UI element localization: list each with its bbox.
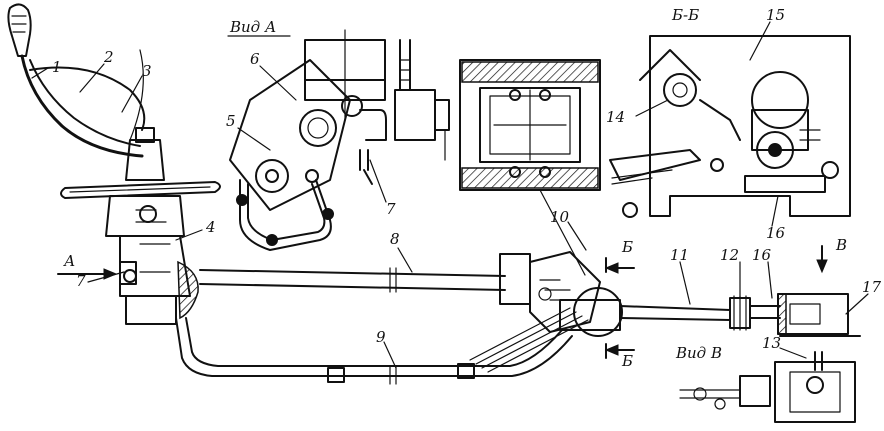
callout-17: 17 (862, 278, 882, 296)
callout-9: 9 (376, 328, 386, 346)
arrow-b-bottom-label: Б (621, 352, 633, 370)
arrow-v-label: В (835, 236, 847, 254)
direction-arrows (57, 245, 828, 359)
arrow-b-top-label: Б (621, 238, 633, 256)
view-a-detail (227, 29, 450, 251)
callout-16-top: 16 (752, 246, 772, 264)
callout-6: 6 (250, 50, 260, 68)
callout-13: 13 (762, 334, 781, 352)
callout-8: 8 (390, 230, 400, 248)
transmission-mechanism (499, 251, 861, 337)
callout-16-bottom: 16 (766, 224, 786, 242)
callout-7-right: 7 (386, 200, 396, 218)
view-v-detail (679, 351, 856, 423)
callout-3: 3 (142, 62, 152, 80)
leader-lines (31, 21, 869, 369)
section-bb-label: Б-Б (671, 6, 699, 24)
gear-lever-assembly (7, 3, 221, 325)
callout-10: 10 (550, 208, 570, 226)
callout-12: 12 (720, 246, 739, 264)
callout-1: 1 (52, 58, 62, 76)
callout-5: 5 (226, 112, 236, 130)
callout-11: 11 (670, 246, 689, 264)
section-bb-detail (609, 35, 851, 218)
callout-14: 14 (606, 108, 625, 126)
view-v-label: Вид В (675, 344, 722, 362)
callout-7-left: 7 (76, 272, 86, 290)
view-a-label: Вид А (229, 18, 276, 36)
arrow-a-label: А (63, 252, 75, 270)
control-rods (175, 267, 589, 385)
section-detail-box (459, 59, 601, 276)
callout-4: 4 (205, 218, 216, 236)
callout-2: 2 (103, 48, 114, 66)
callout-15: 15 (766, 6, 785, 24)
